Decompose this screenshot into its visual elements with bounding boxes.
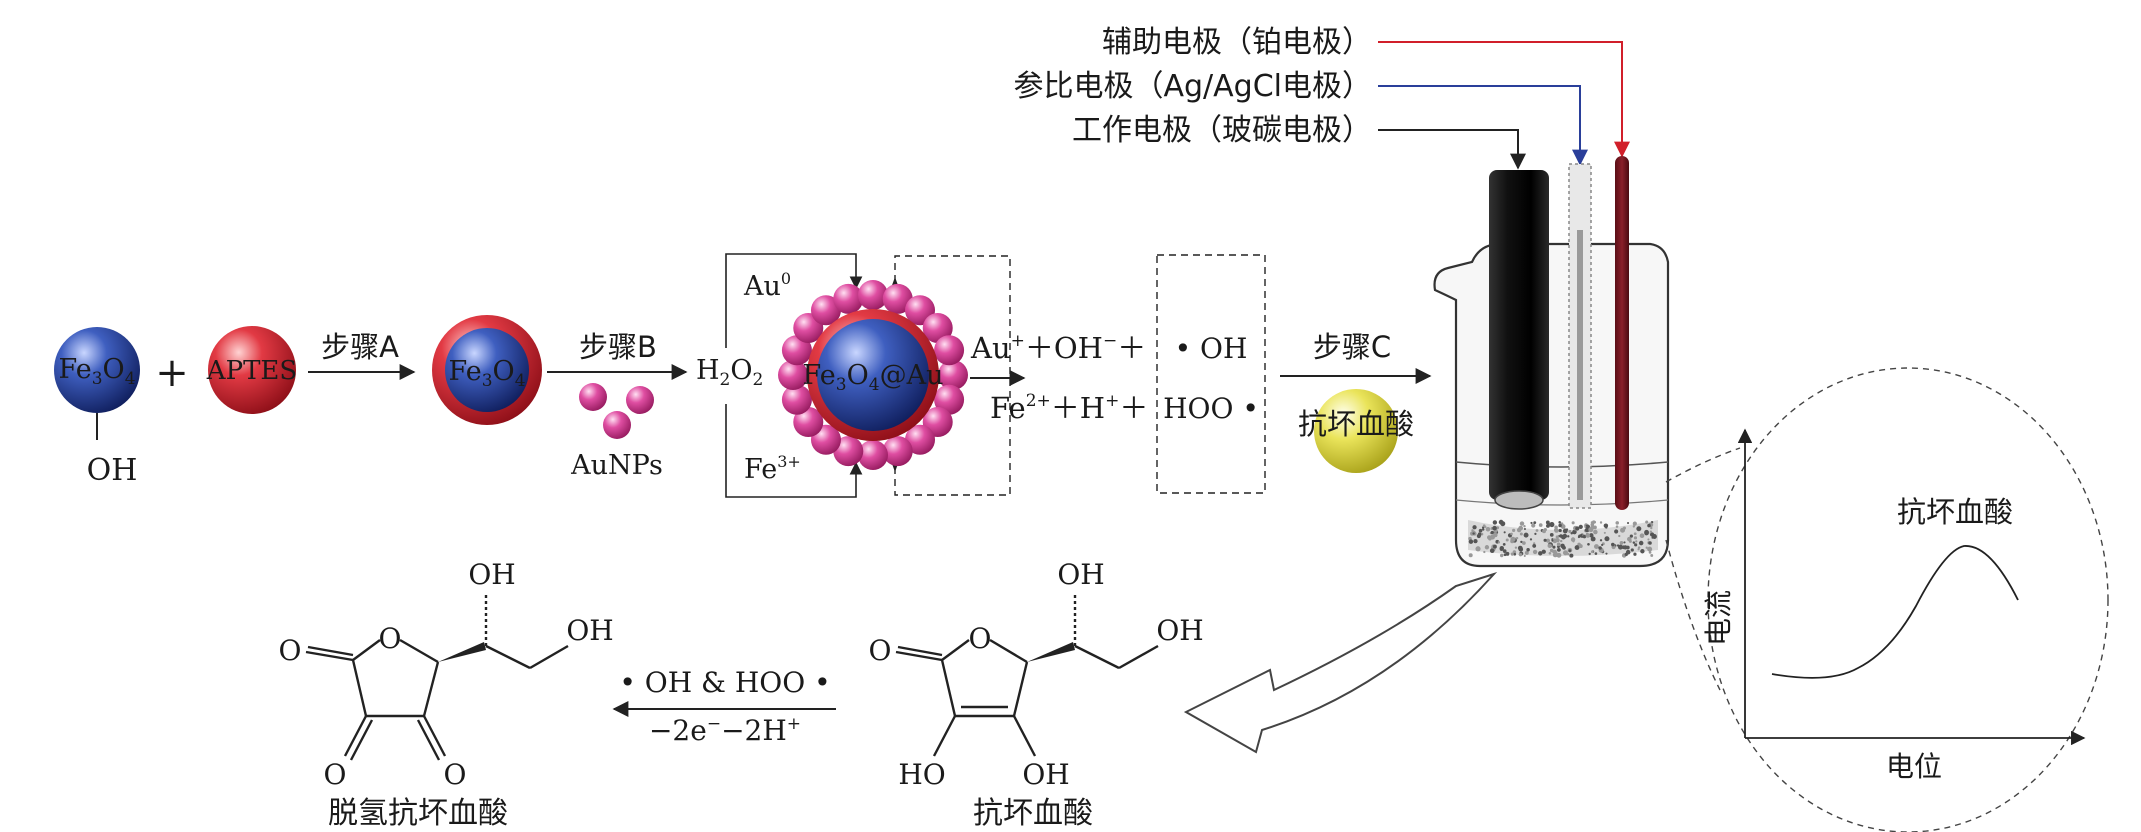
reference-leader-line <box>1378 85 1588 166</box>
ascorbic-acid-atoms: O O HO OH OH OH 抗坏血酸 <box>869 558 1204 831</box>
svg-text:O: O <box>379 622 402 655</box>
aunp-bead <box>833 436 864 467</box>
aunp-bead <box>793 407 824 438</box>
step-b-arrow: 步骤B <box>547 330 688 380</box>
step-c-label: 步骤C <box>1313 330 1391 364</box>
step-b-label: 步骤B <box>579 330 657 364</box>
aunp-bead <box>858 440 888 470</box>
svg-text:O: O <box>279 634 302 667</box>
electrode-labels: 辅助电极（铂电极） 参比电极（Ag/AgCl电极） 工作电极（玻碳电极） <box>1013 25 1630 170</box>
composite-formula: Fe3O4@Au <box>803 360 944 395</box>
ascorbic-acid-structure <box>895 592 1159 757</box>
reaction-reagents: • OH & HOO • <box>619 666 830 699</box>
auxiliary-leader-line <box>1378 41 1630 158</box>
fe3o4-oh-particle: Fe3O4 OH <box>54 327 140 488</box>
product-ions: Au+＋OH−＋ Fe2+＋H+＋ <box>970 331 1148 425</box>
svg-text:O: O <box>969 622 992 655</box>
working-electrode <box>1489 170 1549 500</box>
svg-text:OH: OH <box>1022 758 1069 791</box>
step-a-label: 步骤A <box>321 330 399 364</box>
products-line-1: Au+＋OH−＋ <box>970 331 1146 365</box>
dehydroascorbic-atoms: O O O O OH OH 脱氢抗坏血酸 <box>279 558 614 831</box>
h2o2-formula: H2O2 <box>696 355 763 390</box>
aptes-label: APTES <box>206 356 297 386</box>
current-potential-curve <box>1771 545 2019 679</box>
aunp-bead <box>934 335 965 366</box>
reaction-loss: −2e−−2H+ <box>649 714 801 747</box>
beaker <box>1433 242 1670 568</box>
aunp-bead <box>778 360 808 390</box>
step-a-arrow: 步骤A <box>308 330 416 380</box>
aunp-bead <box>922 312 953 343</box>
reference-electrode-label: 参比电极（Ag/AgCl电极） <box>1013 69 1372 104</box>
aunps-cluster: AuNPs <box>570 383 663 481</box>
aunp-bead <box>905 424 936 455</box>
aunp-bead <box>833 283 864 314</box>
curved-flow-arrow <box>1183 571 1498 754</box>
electrochemical-cell <box>1433 156 1670 568</box>
working-electrode-label: 工作电极（玻碳电极） <box>1072 113 1372 148</box>
auxiliary-electrode <box>1615 156 1629 510</box>
svg-text:OH: OH <box>1057 558 1104 591</box>
hydroxyl-label: OH <box>87 453 138 488</box>
aunp-bead <box>938 360 968 390</box>
aunp-bead <box>882 436 913 467</box>
au0-label: Au0 <box>743 269 791 302</box>
svg-text:OH: OH <box>566 614 613 647</box>
hydroperoxyl-radical: HOO • <box>1163 392 1259 425</box>
coated-fe3o4-formula: Fe3O4 <box>448 356 525 391</box>
aunp-bead <box>934 384 965 415</box>
aunp-bead <box>810 295 841 326</box>
working-leader-line <box>1378 129 1526 170</box>
hydroxyl-radical: • OH <box>1175 332 1248 365</box>
ascorbic-acid-sphere <box>1314 389 1398 473</box>
voltammogram-inset: 电流 电位 抗坏血酸 <box>1665 367 2109 832</box>
ascorbic-acid-sphere-label: 抗坏血酸 <box>1298 407 1414 441</box>
svg-text:O: O <box>444 758 467 791</box>
aunp-bead <box>781 335 812 366</box>
step-c-arrow: 步骤C 抗坏血酸 <box>1280 330 1432 473</box>
svg-text:HO: HO <box>898 758 945 791</box>
dehydroascorbic-name: 脱氢抗坏血酸 <box>328 796 508 831</box>
aptes-particle: APTES <box>206 326 297 414</box>
dehydroascorbic-acid-structure <box>305 592 569 761</box>
aptes-coated-fe3o4-particle: Fe3O4 <box>432 315 542 425</box>
fe3-label: Fe3+ <box>744 452 801 485</box>
inset-y-label: 电流 <box>1702 590 1735 646</box>
svg-text:OH: OH <box>468 558 515 591</box>
ascorbic-acid-name: 抗坏血酸 <box>973 796 1093 831</box>
products-line-2: Fe2+＋H+＋ <box>990 391 1148 425</box>
aunp-bead <box>858 280 888 310</box>
svg-text:O: O <box>324 758 347 791</box>
plus-sign: + <box>155 350 189 396</box>
aunps-label: AuNPs <box>570 450 663 481</box>
oxidation-reaction-arrow: • OH & HOO • −2e−−2H+ <box>612 666 836 747</box>
aunp-bead <box>882 283 913 314</box>
sediment <box>1468 519 1657 558</box>
auxiliary-electrode-label: 辅助电极（铂电极） <box>1102 25 1372 60</box>
svg-text:OH: OH <box>1156 614 1203 647</box>
svg-text:O: O <box>869 634 892 667</box>
inset-x-label: 电位 <box>1886 750 1942 783</box>
radicals-box: • OH HOO • <box>1156 254 1266 494</box>
fe3o4-formula: Fe3O4 <box>58 354 135 389</box>
aunp-bead <box>781 384 812 415</box>
fe3o4-au-composite: Fe3O4@Au <box>778 280 968 470</box>
inset-peak-label: 抗坏血酸 <box>1897 495 2013 529</box>
